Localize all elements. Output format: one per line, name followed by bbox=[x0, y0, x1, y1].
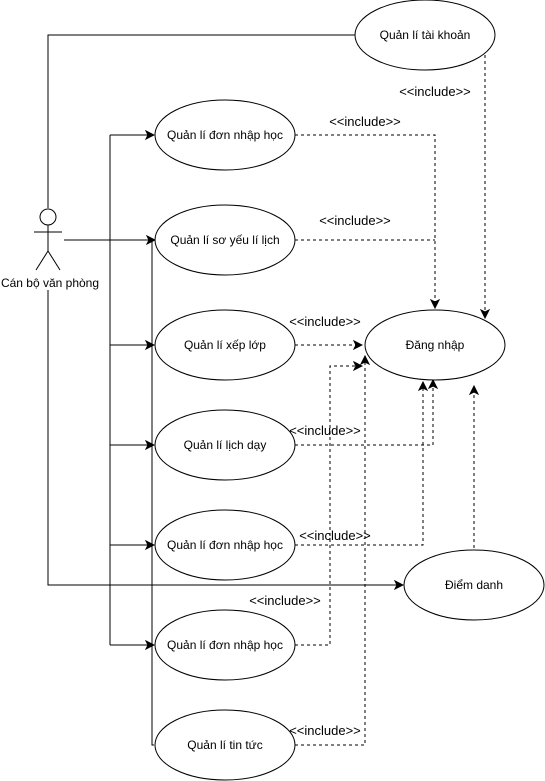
actor-head bbox=[39, 208, 57, 226]
use-case-news-ellipse bbox=[154, 709, 296, 781]
use-case-login-ellipse bbox=[364, 309, 506, 381]
use-case-class: Quản lí xếp lớp bbox=[154, 309, 296, 381]
include-schedule-login bbox=[295, 380, 433, 446]
use-case-admission-1: Quản lí đơn nhập học bbox=[154, 99, 296, 171]
use-case-class-ellipse bbox=[154, 309, 296, 381]
use-case-account: Quản lí tài khoản bbox=[354, 0, 496, 71]
include-labels: <<include>> <<include>> <<include>> <<in… bbox=[249, 84, 471, 738]
actor-office-staff: Cán bộ văn phòng bbox=[1, 208, 99, 290]
use-case-admission-1-ellipse bbox=[154, 99, 296, 171]
actor-label: Cán bộ văn phòng bbox=[1, 276, 99, 290]
use-case-attendance: Điểm danh bbox=[403, 549, 545, 621]
use-case-schedule: Quản lí lịch dạy bbox=[154, 409, 296, 481]
include-label: <<include>> bbox=[289, 314, 361, 329]
use-case-profile-label: Quản lí sơ yếu lí lịch bbox=[170, 233, 279, 247]
associations bbox=[47, 34, 403, 746]
use-case-admission-3-label: Quản lí đơn nhập học bbox=[167, 638, 283, 652]
include-relations bbox=[295, 55, 485, 746]
use-case-schedule-label: Quản lí lịch dạy bbox=[184, 438, 267, 452]
use-case-class-label: Quản lí xếp lớp bbox=[184, 338, 266, 352]
include-label: <<include>> bbox=[289, 423, 361, 438]
use-case-attendance-label: Điểm danh bbox=[445, 578, 503, 592]
use-case-admission-2-ellipse bbox=[154, 509, 296, 581]
use-case-attendance-ellipse bbox=[403, 549, 545, 621]
use-case-login: Đăng nhập bbox=[364, 309, 506, 381]
include-label: <<include>> bbox=[399, 84, 471, 99]
use-case-login-label: Đăng nhập bbox=[406, 338, 465, 352]
use-case-account-ellipse bbox=[354, 0, 496, 71]
include-label: <<include>> bbox=[329, 114, 401, 129]
use-case-schedule-ellipse bbox=[154, 409, 296, 481]
include-label: <<include>> bbox=[319, 213, 391, 228]
include-admission1-login bbox=[295, 134, 435, 308]
use-case-admission-2-label: Quản lí đơn nhập học bbox=[167, 538, 283, 552]
include-label: <<include>> bbox=[289, 723, 361, 738]
assoc-attendance bbox=[47, 290, 403, 585]
use-case-profile: Quản lí sơ yếu lí lịch bbox=[154, 204, 296, 276]
use-case-profile-ellipse bbox=[154, 204, 296, 276]
use-case-admission-3: Quản lí đơn nhập học bbox=[154, 609, 296, 681]
include-label: <<include>> bbox=[299, 528, 371, 543]
include-label: <<include>> bbox=[249, 593, 321, 608]
assoc-news bbox=[151, 240, 154, 746]
assoc-account bbox=[47, 34, 355, 208]
include-admission3-login bbox=[295, 366, 362, 646]
use-case-account-label: Quản lí tài khoản bbox=[380, 28, 471, 42]
include-admission2-login bbox=[295, 382, 423, 546]
actor-right-leg bbox=[47, 250, 61, 271]
use-case-admission-2: Quản lí đơn nhập học bbox=[154, 509, 296, 581]
use-case-admission-3-ellipse bbox=[154, 609, 296, 681]
use-case-news-label: Quản lí tin tức bbox=[187, 738, 262, 752]
use-case-news: Quản lí tin tức bbox=[154, 709, 296, 781]
use-case-admission-1-label: Quản lí đơn nhập học bbox=[167, 128, 283, 142]
actor-left-leg bbox=[35, 250, 49, 271]
